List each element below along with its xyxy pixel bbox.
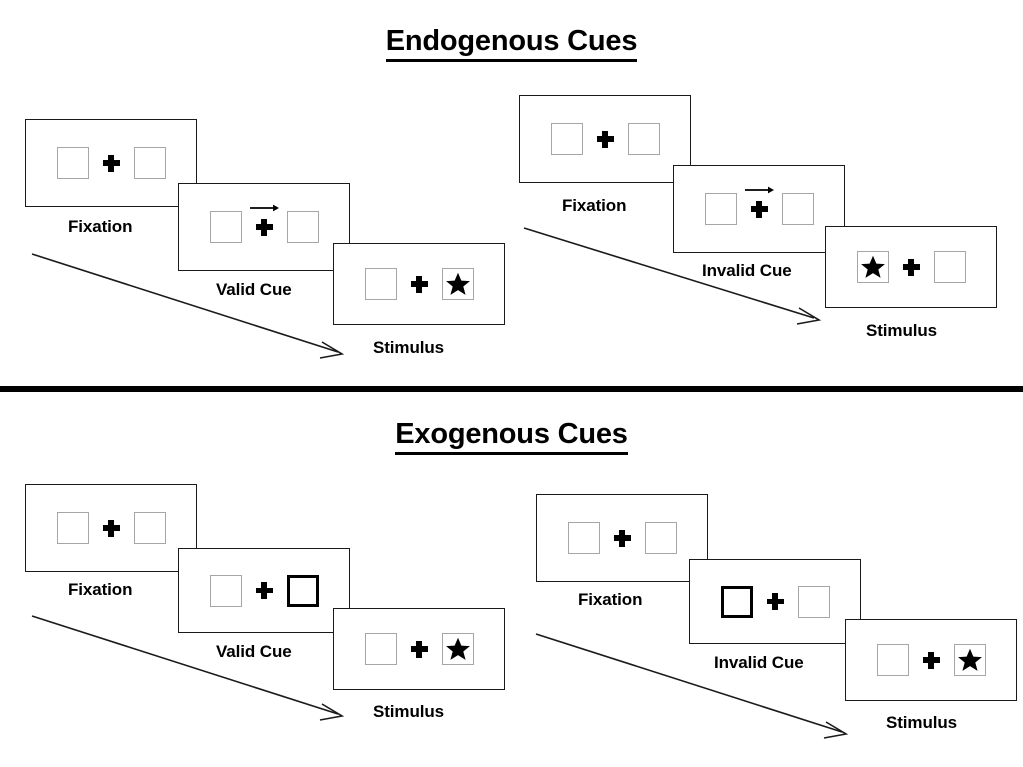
panel-content <box>567 522 677 554</box>
panel-content <box>209 574 319 607</box>
plus-icon <box>745 186 774 218</box>
stimulus-box-left <box>56 147 89 179</box>
star-icon <box>445 637 470 660</box>
panel-label-endogenous-valid-cue: Valid Cue <box>216 280 292 299</box>
panel-exogenous-invalid-cue <box>689 559 861 644</box>
stimulus-box-right <box>627 123 660 155</box>
stimulus-box-left <box>567 522 600 554</box>
panel-label-exogenous-valid-fixation: Fixation <box>68 580 133 599</box>
stimulus-box-right-target <box>441 268 474 300</box>
stimulus-box-right-cued <box>286 574 319 607</box>
panel-endogenous-invalid-stimulus <box>825 226 997 308</box>
arrow-right-icon <box>250 204 279 211</box>
panel-label-endogenous-invalid-fixation: Fixation <box>562 196 627 215</box>
plus-icon <box>922 651 940 669</box>
section-title-endogenous-text: Endogenous Cues <box>385 25 637 62</box>
stimulus-box-right <box>933 251 966 283</box>
panel-content <box>876 644 986 676</box>
sequence-arrow-exogenous-invalid <box>535 633 849 739</box>
panel-label-endogenous-invalid-cue: Invalid Cue <box>702 261 792 280</box>
section-title-endogenous: Endogenous Cues <box>0 25 1023 62</box>
stimulus-box-right <box>644 522 677 554</box>
stimulus-box-right-target <box>441 633 474 665</box>
panel-content <box>720 585 830 618</box>
star-icon <box>860 255 885 278</box>
star-icon <box>957 648 982 671</box>
stimulus-box-left <box>364 633 397 665</box>
stimulus-box-left <box>704 193 737 225</box>
stimulus-box-right <box>286 211 319 243</box>
stimulus-box-left-target <box>856 251 889 283</box>
panel-content <box>364 633 474 665</box>
plus-icon <box>410 275 428 293</box>
section-title-exogenous: Exogenous Cues <box>0 418 1023 455</box>
panel-endogenous-valid-cue <box>178 183 350 271</box>
panel-content <box>856 251 966 283</box>
stimulus-box-left <box>209 574 242 607</box>
panel-label-endogenous-invalid-stimulus: Stimulus <box>866 321 937 340</box>
panel-label-endogenous-valid-stimulus: Stimulus <box>373 338 444 357</box>
panel-exogenous-invalid-stimulus <box>845 619 1017 701</box>
stimulus-box-right <box>797 585 830 618</box>
panel-label-exogenous-valid-stimulus: Stimulus <box>373 702 444 721</box>
stimulus-box-left <box>209 211 242 243</box>
panel-label-endogenous-valid-fixation: Fixation <box>68 217 133 236</box>
panel-label-exogenous-invalid-fixation: Fixation <box>578 590 643 609</box>
panel-endogenous-valid-fixation <box>25 119 197 207</box>
stimulus-box-left <box>876 644 909 676</box>
plus-icon <box>766 593 784 610</box>
stimulus-box-right <box>781 193 814 225</box>
plus-icon <box>410 640 428 658</box>
plus-icon <box>613 529 631 547</box>
plus-icon <box>902 258 920 276</box>
panel-content <box>704 186 814 225</box>
panel-endogenous-invalid-fixation <box>519 95 691 183</box>
panel-content <box>364 268 474 300</box>
panel-exogenous-valid-stimulus <box>333 608 505 690</box>
stimulus-box-right-target <box>953 644 986 676</box>
star-icon <box>445 272 470 295</box>
plus-icon <box>255 582 273 599</box>
panel-exogenous-invalid-fixation <box>536 494 708 582</box>
plus-icon <box>102 154 120 172</box>
panel-exogenous-valid-cue <box>178 548 350 633</box>
plus-icon <box>250 204 279 236</box>
panel-endogenous-valid-stimulus <box>333 243 505 325</box>
section-title-exogenous-text: Exogenous Cues <box>395 418 628 455</box>
section-divider <box>0 386 1023 392</box>
stimulus-box-left <box>550 123 583 155</box>
stimulus-box-left <box>364 268 397 300</box>
stimulus-box-right <box>133 512 166 544</box>
stimulus-box-right <box>133 147 166 179</box>
panel-content <box>550 123 660 155</box>
panel-label-exogenous-invalid-stimulus: Stimulus <box>886 713 957 732</box>
stimulus-box-left <box>56 512 89 544</box>
panel-content <box>56 147 166 179</box>
panel-label-exogenous-valid-cue: Valid Cue <box>216 642 292 661</box>
plus-icon <box>596 130 614 148</box>
panel-content <box>56 512 166 544</box>
panel-exogenous-valid-fixation <box>25 484 197 572</box>
panel-label-exogenous-invalid-cue: Invalid Cue <box>714 653 804 672</box>
panel-endogenous-invalid-cue <box>673 165 845 253</box>
arrow-right-icon <box>745 186 774 193</box>
plus-icon <box>102 519 120 537</box>
stimulus-box-left-cued <box>720 585 753 618</box>
panel-content <box>209 204 319 243</box>
